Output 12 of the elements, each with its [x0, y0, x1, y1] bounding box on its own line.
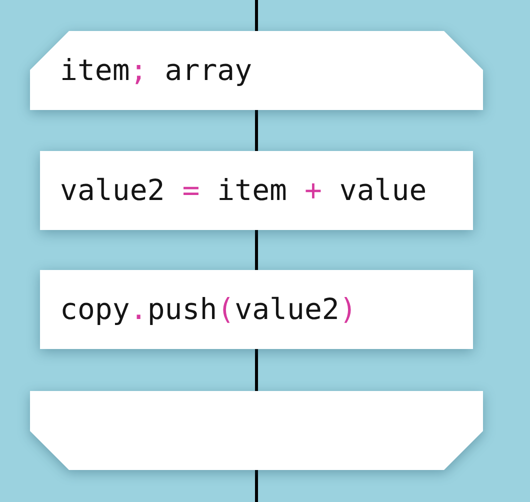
- code-text: value2 = item + value: [60, 173, 427, 208]
- code-text: item; array: [60, 53, 252, 88]
- code-text: copy.push(value2): [60, 292, 357, 327]
- connector-line: [255, 110, 258, 151]
- connector-line: [255, 349, 258, 391]
- statement-block: [40, 270, 473, 349]
- connector-line: [255, 0, 258, 31]
- statement-block: [40, 151, 473, 230]
- loop-start-block: [30, 31, 483, 110]
- connector-line: [255, 470, 258, 502]
- connector-line: [255, 230, 258, 270]
- loop-end-block: [30, 391, 483, 470]
